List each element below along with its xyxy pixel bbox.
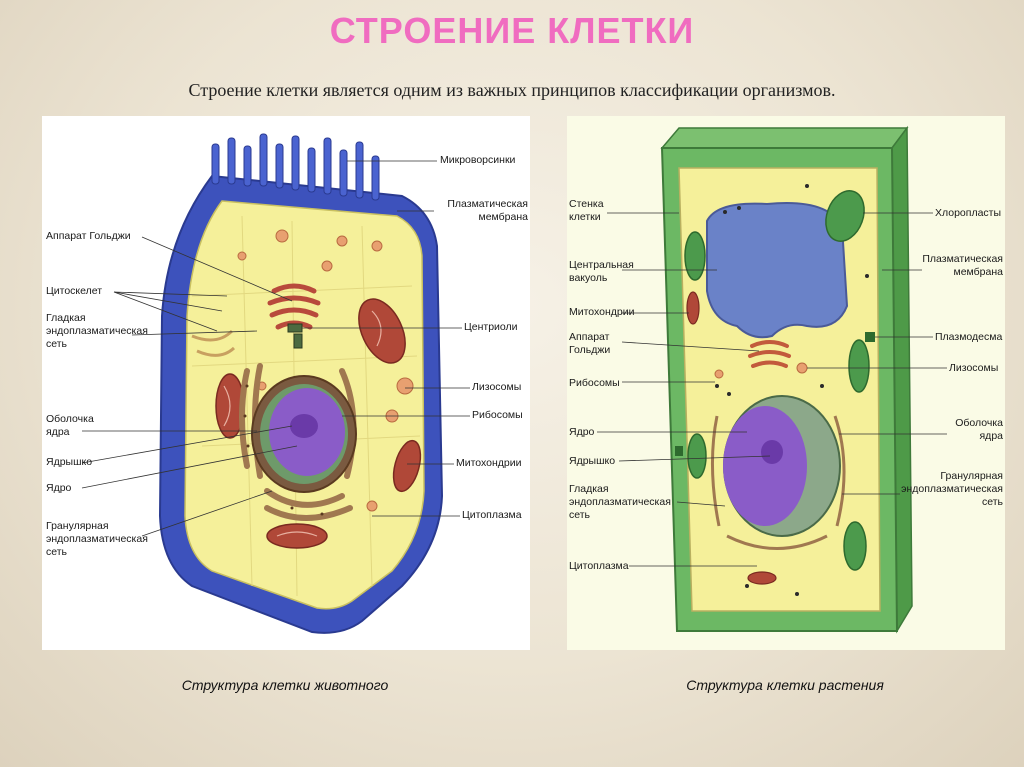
label-nucleolus: Ядрышко <box>46 456 93 468</box>
label-granular-er: Гранулярная эндоплазматическая сеть <box>901 470 1003 508</box>
label-nuclear-envelope: Оболочка ядра <box>46 413 94 438</box>
label-ribosomes: Рибосомы <box>569 377 620 389</box>
label-granular-er: Гранулярная эндоплазматическая сеть <box>46 520 148 558</box>
label-nucleus: Ядро <box>569 426 595 438</box>
plant-cell-panel: Стенка клетки Центральная вакуоль Митохо… <box>567 116 1005 650</box>
label-central-vacuole: Центральная вакуоль <box>569 259 634 284</box>
label-chloroplasts: Хлоропласты <box>935 207 1002 219</box>
label-smooth-er: Гладкая эндоплазматическая сеть <box>46 312 148 350</box>
label-plasmodesma: Плазмодесма <box>935 331 1003 343</box>
animal-cell-illustration <box>81 133 470 634</box>
label-centrioles: Центриоли <box>464 321 518 333</box>
label-smooth-er: Гладкая эндоплазматическая сеть <box>569 483 671 521</box>
label-cytoskeleton: Цитоскелет <box>46 285 103 297</box>
animal-cell-panel: Микроворсинки Плазматическая мембрана Ап… <box>42 116 530 650</box>
label-ribosomes: Рибосомы <box>472 409 523 421</box>
label-golgi: Аппарат Гольджи <box>46 230 131 242</box>
label-cytoplasm: Цитоплазма <box>462 509 522 521</box>
label-mitochondria: Митохондрии <box>456 457 522 469</box>
label-cell-wall: Стенка клетки <box>569 198 604 223</box>
label-lysosomes: Лизосомы <box>949 362 999 374</box>
page-subtitle: Строение клетки является одним из важных… <box>188 80 836 100</box>
label-lysosomes: Лизосомы <box>472 381 522 393</box>
plant-cell-illustration <box>597 125 947 634</box>
page-title: СТРОЕНИЕ КЛЕТКИ <box>329 10 695 51</box>
label-mitochondria: Митохондрии <box>569 306 635 318</box>
animal-cell-caption: Структура клетки животного <box>181 677 389 693</box>
label-golgi: Аппарат Гольджи <box>569 331 611 356</box>
plant-cell-caption: Структура клетки растения <box>686 677 884 693</box>
label-plasma-membrane: Плазматическая мембрана <box>447 198 528 223</box>
label-nucleus: Ядро <box>46 482 72 494</box>
label-plasma-membrane: Плазматическая мембрана <box>922 253 1003 278</box>
label-microvilli: Микроворсинки <box>440 154 516 166</box>
label-nucleolus: Ядрышко <box>569 455 616 467</box>
label-cytoplasm: Цитоплазма <box>569 560 629 572</box>
label-nuclear-envelope: Оболочка ядра <box>955 417 1003 442</box>
